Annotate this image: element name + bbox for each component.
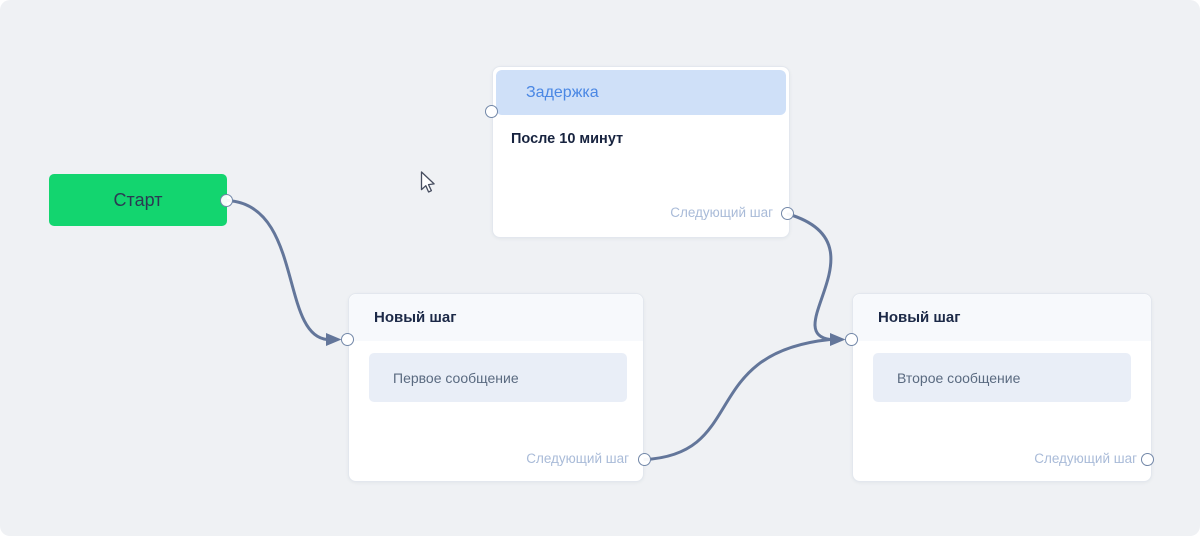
step-node-2-message-box[interactable]: Второе сообщение bbox=[873, 353, 1131, 402]
port-delay-output[interactable] bbox=[781, 207, 794, 220]
start-node[interactable]: Старт bbox=[49, 174, 227, 226]
start-node-label: Старт bbox=[113, 189, 163, 210]
port-step1-output[interactable] bbox=[638, 452, 651, 466]
edge-start-to-step1[interactable] bbox=[225, 199, 342, 347]
step-node-2-next-step-link[interactable]: Следующий шаг bbox=[1034, 451, 1137, 466]
mouse-cursor-icon bbox=[420, 171, 435, 193]
step-node-1-next-step-link[interactable]: Следующий шаг bbox=[526, 451, 629, 466]
step-node-1-message: Первое сообщение bbox=[393, 369, 519, 386]
delay-node-body-text: После 10 минут bbox=[511, 131, 624, 147]
port-step1-input[interactable] bbox=[341, 332, 354, 346]
delay-node-header[interactable]: Задержка bbox=[496, 70, 786, 115]
edge-delay-to-step2[interactable] bbox=[786, 212, 833, 341]
step-node-2-title: Новый шаг bbox=[878, 309, 961, 326]
step-node-1-title: Новый шаг bbox=[374, 309, 457, 326]
port-start-output[interactable] bbox=[220, 193, 233, 207]
step-node-1-message-box[interactable]: Первое сообщение bbox=[369, 353, 627, 402]
edge-step1-to-step2[interactable] bbox=[643, 333, 846, 461]
arrowhead-step2 bbox=[830, 333, 846, 346]
step-node-2[interactable]: Новый шаг Второе сообщение Следующий шаг bbox=[852, 293, 1152, 482]
port-step2-output[interactable] bbox=[1141, 453, 1154, 466]
step-node-2-message: Второе сообщение bbox=[897, 369, 1021, 386]
step-node-2-header: Новый шаг bbox=[853, 294, 1151, 341]
delay-node[interactable]: Задержка После 10 минут Следующий шаг bbox=[492, 66, 790, 238]
delay-node-title: Задержка bbox=[526, 83, 599, 101]
port-step2-input[interactable] bbox=[845, 332, 858, 346]
step-node-1[interactable]: Новый шаг Первое сообщение Следующий шаг bbox=[348, 293, 644, 482]
port-delay-input[interactable] bbox=[485, 105, 498, 118]
delay-next-step-link[interactable]: Следующий шаг bbox=[670, 205, 773, 220]
step-node-1-header: Новый шаг bbox=[349, 294, 643, 341]
